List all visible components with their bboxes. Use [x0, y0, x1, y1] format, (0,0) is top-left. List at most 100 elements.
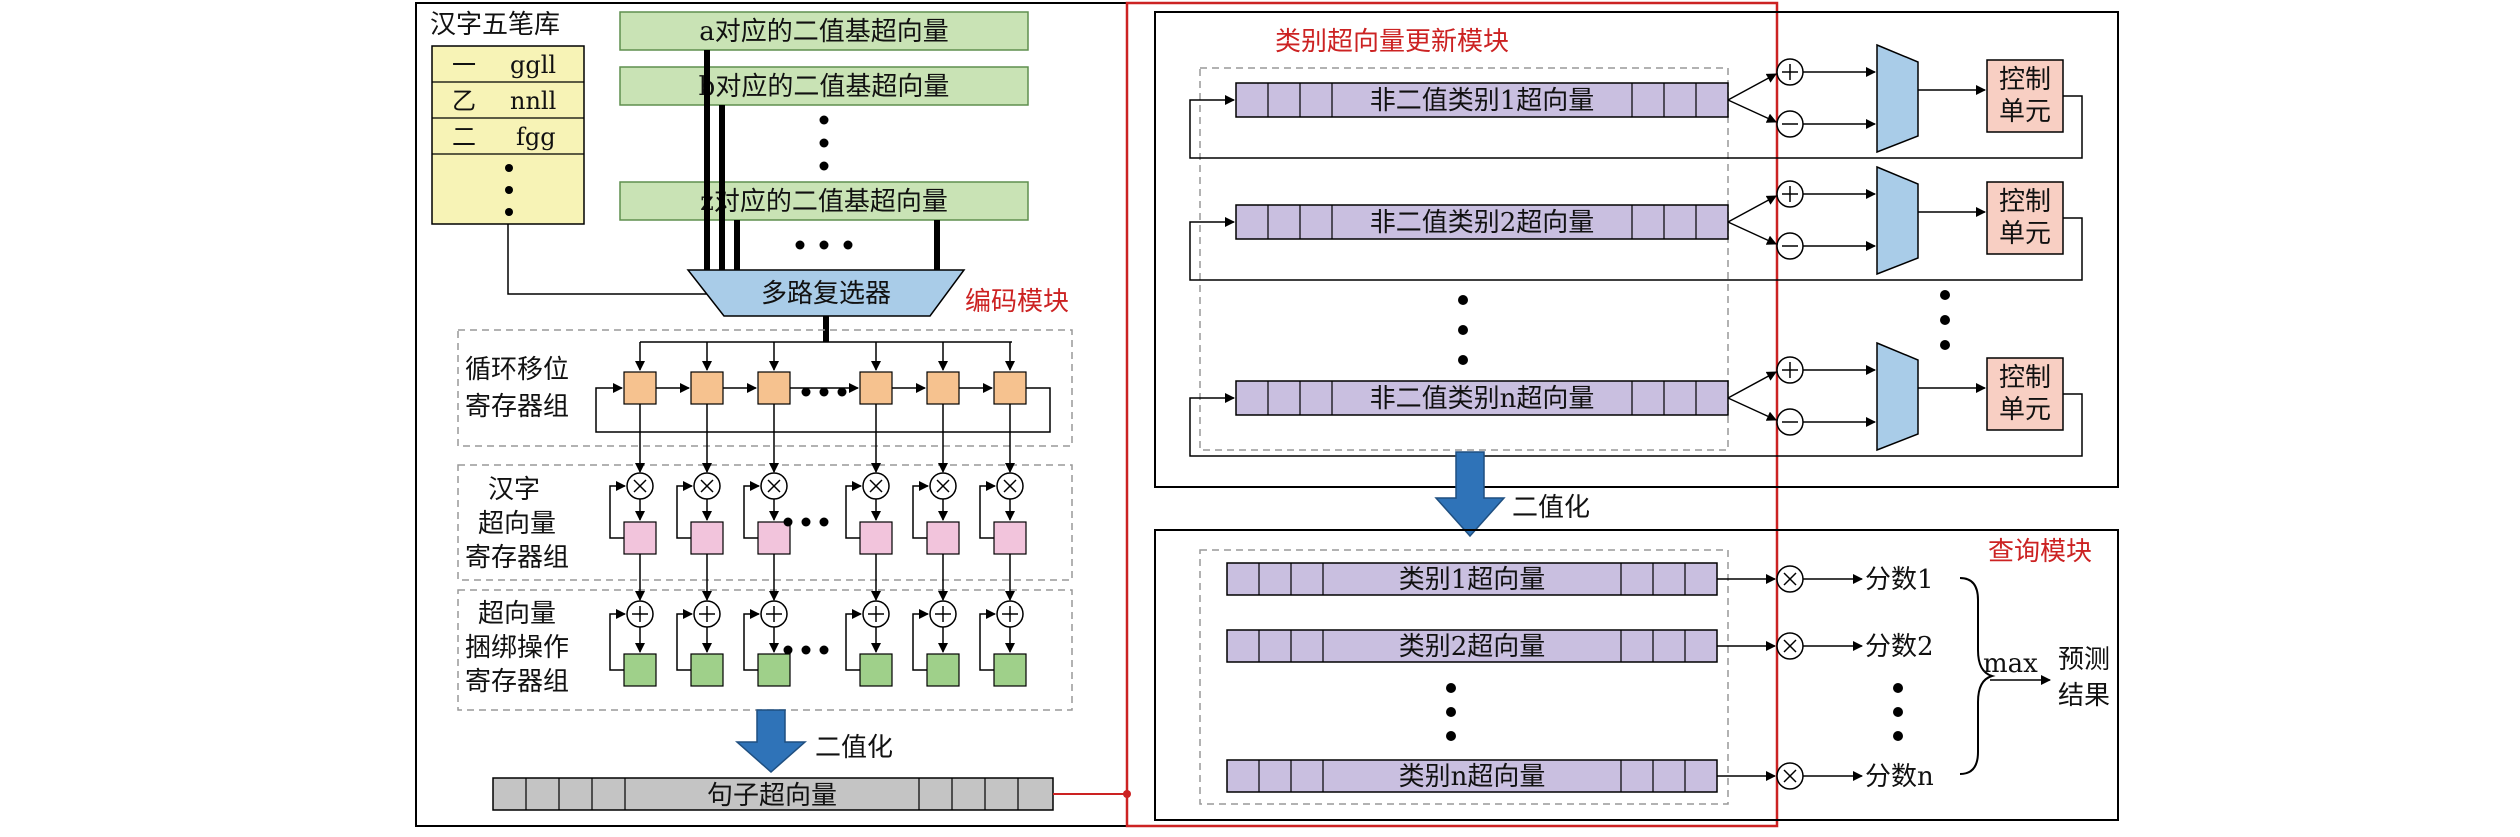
query-row: 类别2超向量 分数2	[1226, 629, 1934, 663]
bind-register-cell	[690, 653, 724, 687]
mux-label: 多路复选器	[761, 279, 891, 309]
query-row: 类别1超向量 分数1	[1226, 562, 1934, 596]
wubi-char: 乙	[452, 87, 476, 115]
update-binarize-label: 二值化	[1512, 493, 1590, 523]
shift-register-cell	[993, 371, 1027, 405]
shift-register-cell	[859, 371, 893, 405]
wubi-title: 汉字五笔库	[430, 10, 560, 40]
wubi-code: nnll	[510, 87, 556, 115]
update-vector-group	[1199, 67, 1729, 451]
char-register-group	[457, 464, 1073, 581]
control-unit-label: 控制	[1999, 65, 2051, 95]
wubi-code: ggll	[510, 51, 556, 79]
update-module-panel	[1154, 11, 2119, 488]
score-label: 分数2	[1865, 632, 1934, 662]
update-feedback-loop	[1189, 217, 2083, 281]
basis-vector-a	[619, 11, 1029, 51]
char-register-cell	[993, 521, 1027, 555]
binarize-arrow-encoder	[735, 709, 807, 774]
control-unit-label: 控制	[1999, 363, 2051, 393]
nonbinary-class-vector-label: 非二值类别2超向量	[1370, 208, 1595, 238]
update-feedback-loop	[1189, 95, 2083, 159]
nonbinary-class-vector	[1235, 82, 1729, 118]
bind-register-cell	[623, 653, 657, 687]
shift-register-cell	[690, 371, 724, 405]
bind-register-cell	[993, 653, 1027, 687]
result-label-1: 预测	[2058, 645, 2110, 675]
red-bus-loop	[1125, 1, 1779, 828]
query-module-panel	[1154, 529, 2119, 821]
max-brace	[1959, 577, 1996, 775]
nonbinary-class-vector	[1235, 380, 1729, 416]
wubi-table: 一 ggll 乙 nnll 二 fgg	[431, 45, 585, 225]
bind-reg-label-1: 超向量	[478, 599, 556, 629]
class-vector-label: 类别2超向量	[1399, 632, 1546, 662]
wubi-code: fgg	[516, 123, 556, 151]
wubi-to-mux-wire	[507, 224, 708, 295]
nonbinary-class-vector	[1235, 204, 1729, 240]
char-register-cell	[757, 521, 791, 555]
shift-register-cell	[623, 371, 657, 405]
nonbinary-class-vector-label: 非二值类别n超向量	[1370, 384, 1595, 414]
shift-feedback-loop	[595, 383, 1051, 433]
char-register-cell	[926, 521, 960, 555]
basis-vector-z-label: z对应的二值基超向量	[700, 187, 948, 217]
char-register-cell	[690, 521, 724, 555]
bind-register-group	[457, 589, 1073, 711]
char-reg-label-2: 超向量	[478, 509, 556, 539]
bind-register-cell	[757, 653, 791, 687]
basis-vector-b	[619, 66, 1029, 106]
multiplexer	[686, 269, 966, 317]
result-label-2: 结果	[2058, 681, 2110, 711]
sentence-hypervector: 句子超向量	[492, 777, 1054, 811]
control-unit-label: 单元	[1999, 97, 2051, 127]
class-vector-label: 类别1超向量	[1399, 565, 1546, 595]
score-label: 分数1	[1865, 565, 1934, 595]
nonbinary-class-vector-label: 非二值类别1超向量	[1370, 86, 1595, 116]
char-reg-label-3: 寄存器组	[465, 543, 569, 573]
control-unit	[1986, 357, 2064, 431]
bind-reg-label-3: 寄存器组	[465, 667, 569, 697]
update-mux	[1876, 341, 1919, 452]
bind-reg-label-2: 捆绑操作	[465, 633, 569, 663]
sentence-vector-label: 句子超向量	[707, 781, 837, 811]
update-feedback-loop	[1189, 393, 2083, 457]
basis-vector-b-label: b对应的二值基超向量	[699, 72, 950, 102]
shift-register-cell	[926, 371, 960, 405]
update-mux	[1876, 165, 1919, 276]
char-register-cell	[859, 521, 893, 555]
query-module-title: 查询模块	[1988, 537, 2092, 567]
class-vector	[1226, 759, 1718, 793]
char-register-cell	[623, 521, 657, 555]
wubi-char: 二	[452, 123, 476, 151]
basis-vector-z	[619, 181, 1029, 221]
wubi-table-bg	[431, 45, 585, 225]
bind-register-cell	[859, 653, 893, 687]
basis-vectors: a对应的二值基超向量 b对应的二值基超向量 z对应的二值基超向量	[619, 11, 1029, 221]
bind-register-cell	[926, 653, 960, 687]
query-vector-group	[1199, 549, 1729, 805]
class-vector	[1226, 562, 1718, 596]
score-label: 分数n	[1865, 762, 1934, 792]
update-module-title: 类别超向量更新模块	[1275, 27, 1509, 57]
shift-reg-label-2: 寄存器组	[465, 392, 569, 422]
control-unit	[1986, 181, 2064, 255]
shift-register-group	[457, 329, 1073, 447]
control-unit-label: 单元	[1999, 219, 2051, 249]
shift-register-cell	[757, 371, 791, 405]
update-mux	[1876, 43, 1919, 154]
wubi-char: 一	[452, 51, 476, 79]
encoder-module-title: 编码模块	[965, 287, 1069, 317]
char-reg-label-1: 汉字	[488, 475, 540, 505]
control-unit-label: 控制	[1999, 187, 2051, 217]
basis-vector-a-label: a对应的二值基超向量	[699, 17, 949, 47]
class-vector-label: 类别n超向量	[1399, 762, 1546, 792]
query-row: 类别n超向量 分数n	[1226, 759, 1934, 793]
max-label: max	[1983, 649, 2038, 679]
encoder-binarize-label: 二值化	[815, 733, 893, 763]
